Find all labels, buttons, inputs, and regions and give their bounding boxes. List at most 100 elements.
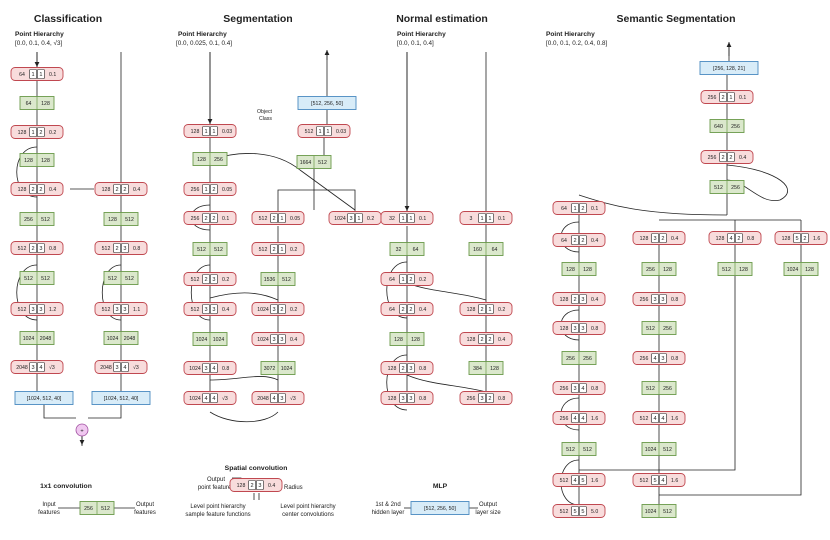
segmentation-spatial-conv-8-level-center-cell: [354, 213, 363, 223]
segmentation-spatial-conv-16-level-center: 3: [280, 337, 283, 343]
segmentation-spatial-conv-6-level-sample-cell: [202, 213, 210, 223]
legend-conv-example-input: 256: [84, 506, 93, 512]
semantic-spatial-conv-7-level-center: 2: [661, 236, 664, 242]
semantic-spatial-conv-3-level-center-cell: [726, 152, 735, 162]
segmentation-conv-1x1-9-output: 512: [214, 247, 223, 253]
classification-conv-1x1-3-input: 128: [24, 158, 33, 164]
segmentation-spatial-conv-7-features: 512: [259, 216, 268, 222]
segmentation-spatial-conv-10-level-sample: 2: [273, 247, 276, 253]
title-segmentation: Segmentation: [223, 13, 292, 25]
classification-mlp-18-frame: [14, 391, 74, 405]
legend-conv-input-line1: Input: [42, 502, 56, 508]
segmentation-spatial-conv-17-level-sample: 3: [205, 366, 208, 372]
segmentation-conv-1x1-3-output: 256: [214, 157, 223, 163]
classification-spatial-conv-5-features: 128: [102, 187, 111, 193]
segmentation-spatial-conv-16-level-sample: 3: [273, 337, 276, 343]
semantic-spatial-conv-27-features: 512: [640, 478, 649, 484]
normal-spatial-conv-12-features: 256: [467, 396, 476, 402]
segmentation-conv-1x1-3-input: 128: [197, 157, 206, 163]
segmentation-spatial-conv-2-level-sample: 1: [319, 129, 322, 135]
segmentation-spatial-conv-11-level-sample-cell: [202, 274, 210, 284]
normal-conv-1x1-2-input: 32: [396, 247, 402, 253]
segmentation-spatial-conv-6-level-center: 2: [212, 216, 215, 222]
semantic-conv-1x1-2-output: 256: [731, 124, 740, 130]
segmentation-spatial-conv-16-level-sample-cell: [270, 334, 278, 344]
semantic-spatial-conv-1-level-sample-cell: [719, 92, 727, 102]
legend-conv: 1x1 convolution Input features Output fe…: [38, 483, 156, 516]
classification-spatial-conv-2-level-center: 2: [39, 130, 42, 136]
hierarchy-values-segmentation: [0.0, 0.025, 0.1, 0.4]: [176, 40, 232, 47]
semantic-spatial-conv-8-level-center-cell: [734, 233, 743, 243]
semantic-conv-1x1-2-input: 640: [714, 124, 723, 130]
semantic-spatial-conv-28-level-sample-cell: [571, 506, 579, 516]
semantic-spatial-conv-5-radius: 0.1: [591, 206, 598, 212]
classification-spatial-conv-16-level-sample-cell: [29, 362, 37, 372]
classification-conv-1x1-10-input: 512: [24, 276, 33, 282]
classification-conv-1x1-7: 128 512: [103, 212, 139, 226]
classification-conv-1x1-7-input: 128: [108, 217, 117, 223]
normal-spatial-conv-5-level-sample: 2: [402, 307, 405, 313]
semantic-conv-1x1-10-input: 128: [566, 267, 575, 273]
legend-conv-output-line1: Output: [136, 502, 154, 508]
connection-line: [578, 194, 728, 216]
normal-conv-1x1-7-input: 128: [394, 337, 403, 343]
classification-spatial-conv-2-level-sample-cell: [29, 127, 37, 137]
legend-spatial: Spatial convolution Output point feature…: [185, 465, 335, 518]
classification-spatial-conv-13-level-sample-cell: [113, 304, 121, 314]
connection-line: [209, 411, 279, 423]
semantic-spatial-conv-14-level-sample: 2: [574, 297, 577, 303]
classification-conv-1x1-3-output: 128: [41, 158, 50, 164]
normal-spatial-conv-9-level-sample-cell: [399, 363, 407, 373]
semantic-spatial-conv-20-level-sample-cell: [571, 383, 579, 393]
legend-mlp-hidden-line1: 1st & 2nd: [375, 502, 400, 508]
object-class-label-line2: Class: [259, 116, 272, 122]
semantic-conv-1x1-12-output: 128: [739, 267, 748, 273]
semantic-spatial-conv-16-features: 128: [560, 326, 569, 332]
segmentation-conv-1x1-4-input: 1664: [300, 160, 312, 166]
legend-spatial-radius: Radius: [284, 485, 303, 491]
semantic-spatial-conv-19-level-center: 3: [661, 356, 664, 362]
normal-conv-1x1-3-input: 160: [473, 247, 482, 253]
segmentation-spatial-conv-20-features: 2048: [257, 396, 269, 402]
semantic-spatial-conv-16-radius: 0.8: [591, 326, 598, 332]
normal-spatial-conv-0-radius: 0.1: [419, 216, 426, 222]
classification-mlp-18: [1024, 512, 40]: [14, 391, 74, 405]
semantic-spatial-conv-14-radius: 0.4: [591, 297, 598, 303]
legend-spatial-example-sample: 2: [251, 483, 254, 489]
semantic-mlp-0-frame: [699, 61, 759, 75]
normal-spatial-conv-1-level-sample: 1: [481, 216, 484, 222]
segmentation-spatial-conv-5-radius: 0.05: [222, 187, 232, 193]
classification-spatial-conv-4-radius: 0.4: [49, 187, 56, 193]
classification-spatial-conv-13-level-center-cell: [121, 304, 129, 314]
segmentation-spatial-conv-5-level-center: 2: [212, 187, 215, 193]
semantic-spatial-conv-19-level-center-cell: [658, 353, 667, 363]
semantic-conv-1x1-4-output: 256: [731, 185, 740, 191]
classification-conv-1x1-7-output: 512: [125, 217, 134, 223]
title-semantic-segmentation: Semantic Segmentation: [616, 13, 735, 25]
segmentation-spatial-conv-19-radius: √3: [222, 395, 228, 402]
classification-spatial-conv-5-radius: 0.4: [133, 187, 140, 193]
normal-spatial-conv-6-level-sample: 2: [481, 307, 484, 313]
semantic-conv-1x1-11-output: 128: [663, 267, 672, 273]
normal-spatial-conv-0-level-center: 1: [409, 216, 412, 222]
normal-spatial-conv-4-features: 64: [389, 277, 395, 283]
semantic-spatial-conv-14-level-center-cell: [578, 294, 587, 304]
semantic-spatial-conv-3-level-sample-cell: [719, 152, 727, 162]
segmentation-spatial-conv-7-level-sample: 2: [273, 216, 276, 222]
segmentation-spatial-conv-6-radius: 0.1: [222, 216, 229, 222]
semantic-spatial-conv-26-level-sample: 4: [574, 478, 577, 484]
semantic-spatial-conv-23-radius: 1.6: [671, 416, 678, 422]
semantic-spatial-conv-19-radius: 0.8: [671, 356, 678, 362]
classification-spatial-conv-13-radius: 1.1: [133, 307, 140, 313]
